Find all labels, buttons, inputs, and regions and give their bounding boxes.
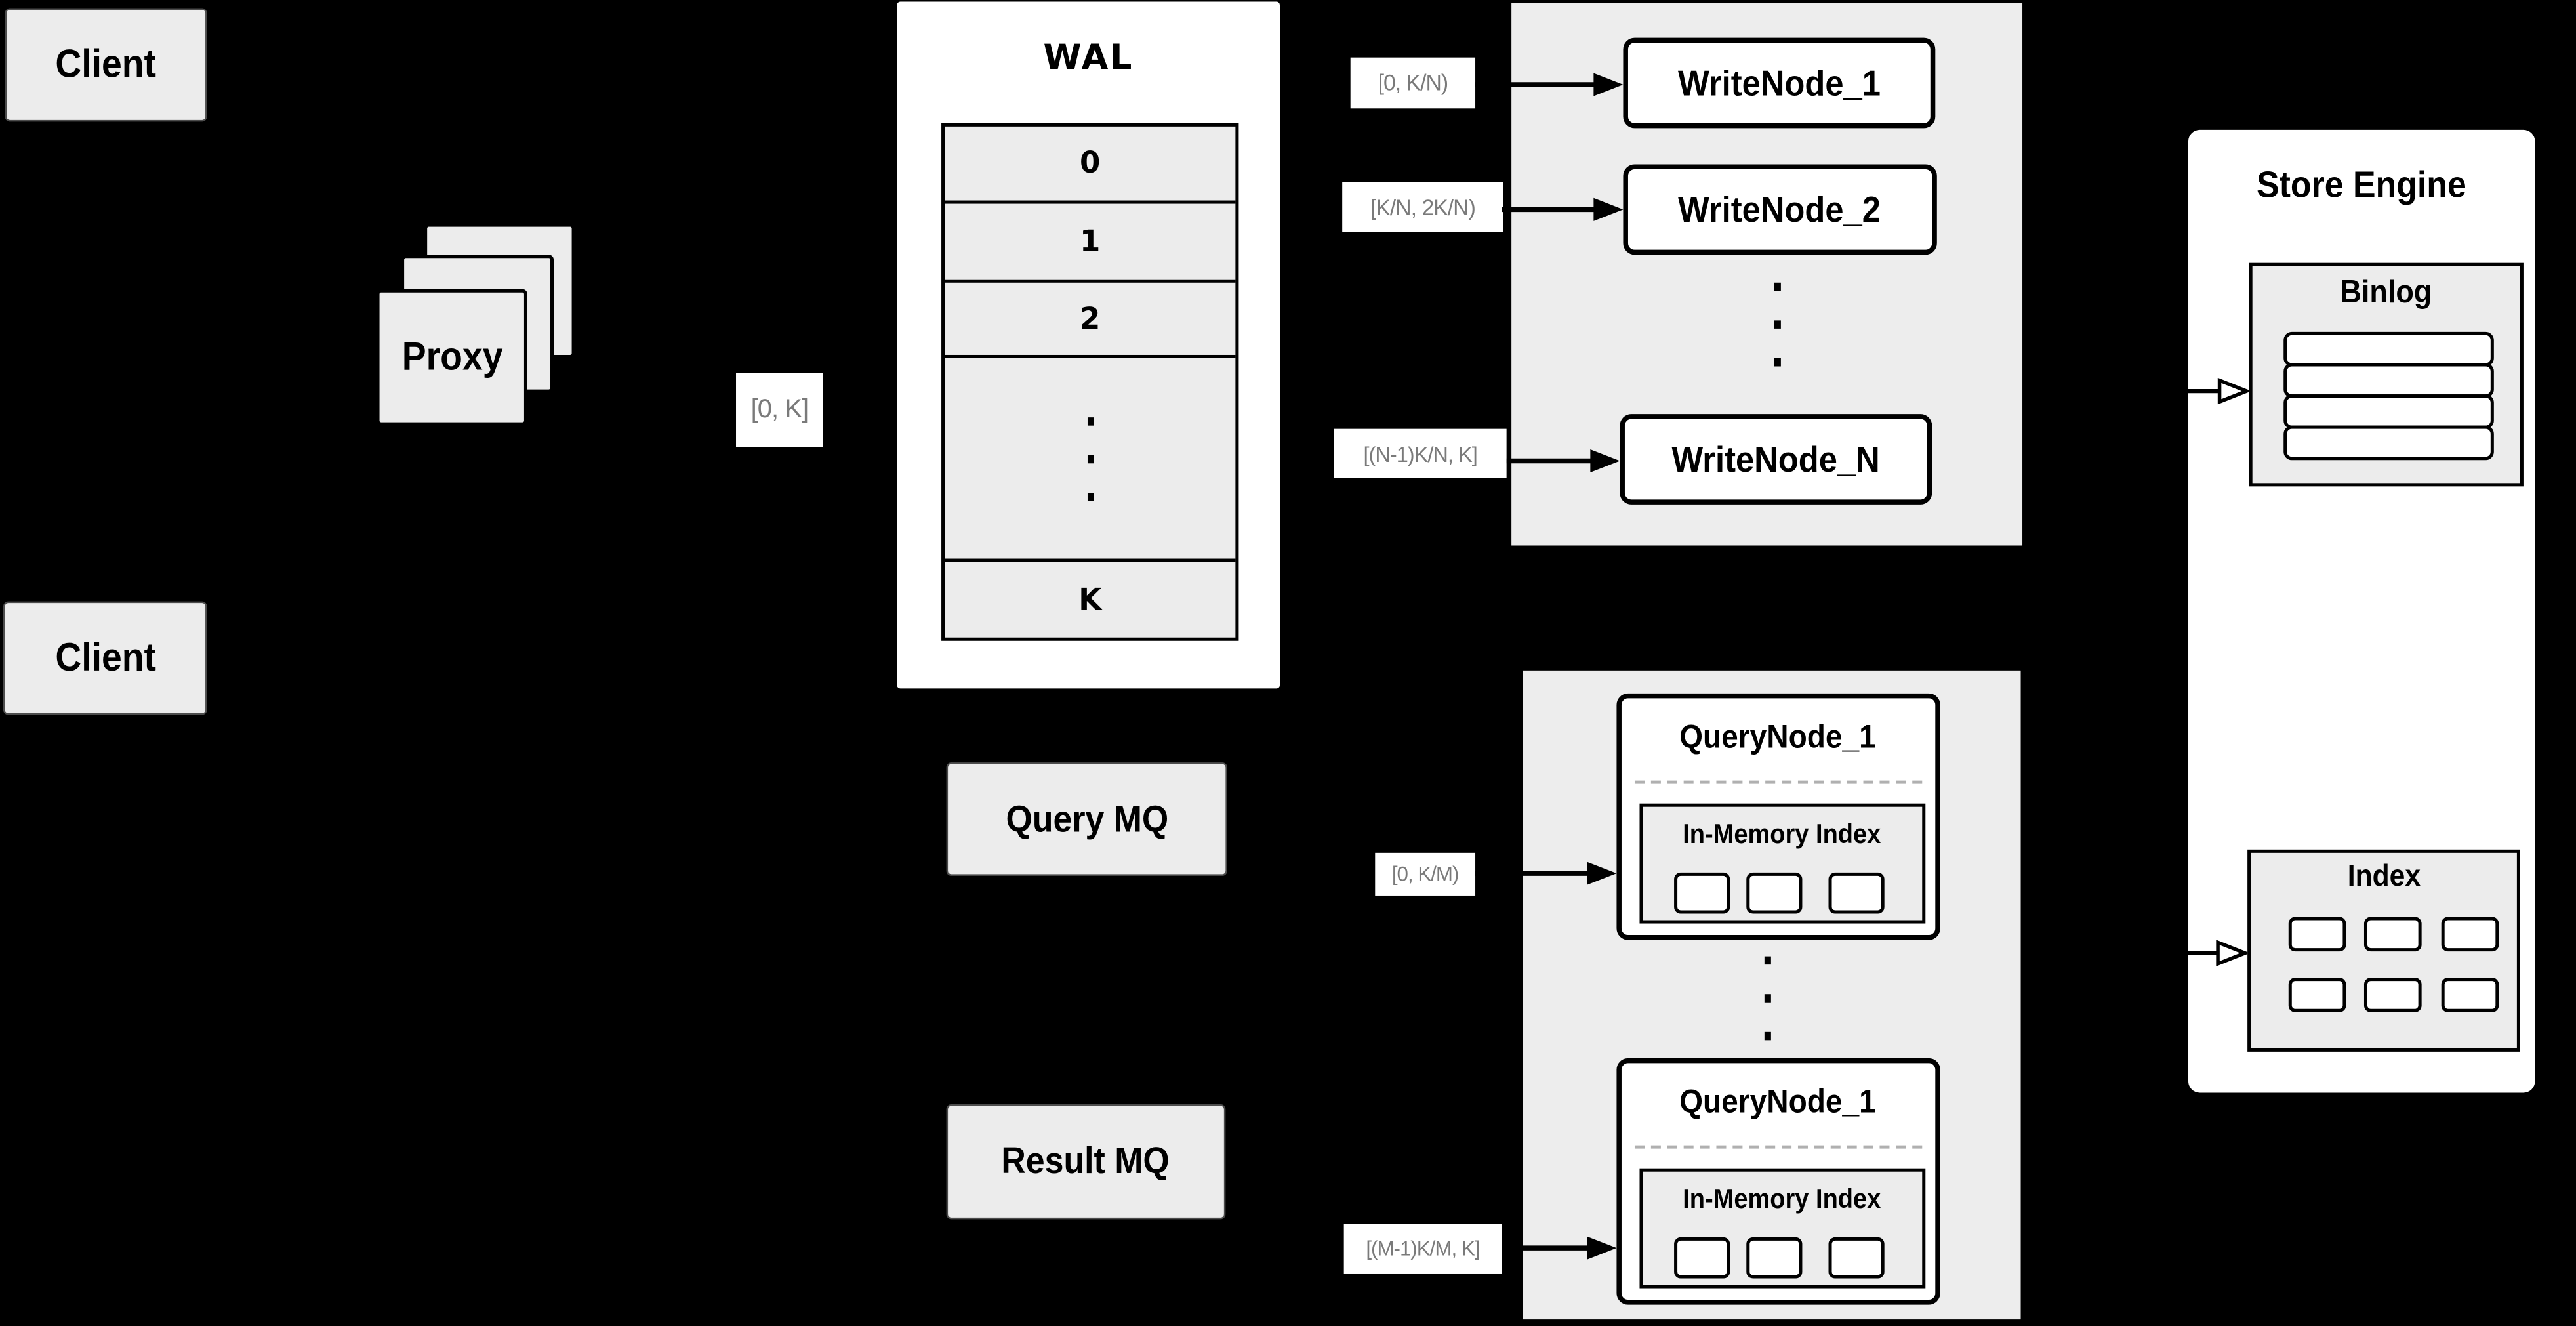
wal-row: K	[1078, 582, 1102, 617]
query-node-2: QueryNode_1 In-Memory Index	[1616, 1058, 1940, 1305]
index-segment-icon	[2363, 978, 2422, 1012]
binlog-box: Binlog	[2249, 262, 2524, 487]
write-node-label: WriteNode_N	[1671, 438, 1881, 480]
proxy-node: Proxy	[376, 289, 527, 426]
in-memory-index-box: In-Memory Index	[1639, 1168, 1926, 1289]
wal-row: 1	[945, 204, 1236, 283]
binlog-row	[2283, 331, 2494, 367]
segment-icon	[1746, 1237, 1803, 1279]
index-title: Index	[2347, 858, 2421, 892]
range-label-query-m: [(M-1)K/M, K]	[1343, 1224, 1502, 1274]
store-engine-box: Store Engine Binlog Index	[2188, 129, 2535, 1093]
range-label-proxy-out: [0, K]	[736, 373, 823, 447]
index-segment-icon	[2441, 917, 2499, 952]
segment-icon	[1674, 872, 1730, 914]
binlog-title: Binlog	[2340, 274, 2432, 311]
query-node-title-row: QueryNode_1	[1622, 1063, 1935, 1142]
segment-icon	[1828, 872, 1885, 914]
in-memory-title-row: In-Memory Index	[1643, 1172, 1923, 1228]
index-segment-icon	[2288, 917, 2346, 952]
range-label-write-2: [K/N, 2K/N)	[1342, 182, 1503, 232]
store-engine-title: Store Engine	[2257, 164, 2467, 206]
dashed-divider	[1634, 780, 1923, 784]
write-node-label: WriteNode_2	[1679, 188, 1882, 230]
result-mq-node: Result MQ	[946, 1104, 1226, 1220]
query-node-1: QueryNode_1 In-Memory Index	[1616, 693, 1940, 940]
wal-row-ellipsis	[945, 358, 1236, 562]
query-mq-node: Query MQ	[946, 762, 1227, 876]
binlog-row	[2283, 363, 2494, 398]
index-segment-icon	[2363, 917, 2422, 952]
index-box: Index	[2247, 849, 2520, 1052]
in-memory-index-box: In-Memory Index	[1639, 803, 1926, 924]
vertical-ellipsis-icon	[1086, 416, 1094, 501]
solid-arrow-icon	[1506, 448, 1620, 472]
in-memory-title-row: In-Memory Index	[1643, 807, 1923, 863]
segment-icon	[1828, 1237, 1885, 1279]
write-node-label: WriteNode_1	[1677, 61, 1881, 103]
vertical-ellipsis-icon	[1774, 282, 1781, 367]
client-label: Client	[55, 41, 157, 87]
write-node-2: WriteNode_2	[1623, 164, 1937, 255]
binlog-row	[2283, 394, 2494, 429]
vertical-ellipsis-icon	[1764, 956, 1771, 1041]
query-node-label: QueryNode_1	[1680, 1083, 1877, 1120]
binlog-title-row: Binlog	[2253, 274, 2520, 312]
write-node-1: WriteNode_1	[1623, 37, 1936, 129]
query-mq-label: Query MQ	[1005, 797, 1168, 839]
in-memory-index-label: In-Memory Index	[1683, 1184, 1882, 1214]
query-node-title-row: QueryNode_1	[1622, 698, 1935, 777]
index-segment-icon	[2288, 978, 2346, 1012]
write-node-n: WriteNode_N	[1620, 414, 1932, 505]
dashed-divider	[1634, 1145, 1923, 1149]
binlog-row	[2283, 425, 2494, 461]
index-segment-icon	[2441, 978, 2499, 1012]
result-mq-label: Result MQ	[1002, 1140, 1170, 1182]
open-arrow-icon	[2177, 940, 2248, 966]
open-arrow-icon	[2178, 378, 2249, 405]
wal-row: 2	[945, 283, 1236, 358]
solid-arrow-icon	[1502, 197, 1624, 220]
segment-icon	[1746, 872, 1803, 914]
proxy-label: Proxy	[401, 334, 502, 379]
wal-box: WAL 0 1 2 K	[897, 1, 1280, 689]
wal-table: 0 1 2 K	[941, 123, 1239, 641]
client-node-top: Client	[5, 8, 207, 122]
solid-arrow-icon	[1475, 861, 1617, 884]
solid-arrow-icon	[1502, 1235, 1617, 1259]
binlog-rows	[2283, 331, 2494, 461]
index-title-row: Index	[2251, 858, 2517, 894]
client-label: Client	[54, 634, 156, 680]
in-memory-index-label: In-Memory Index	[1683, 819, 1882, 849]
query-node-label: QueryNode_1	[1680, 718, 1877, 755]
wal-title: WAL	[1043, 37, 1134, 77]
segment-icon	[1674, 1237, 1730, 1279]
range-label-query-1: [0, K/M)	[1375, 852, 1476, 896]
solid-arrow-icon	[1475, 73, 1624, 96]
wal-row: 0	[945, 127, 1236, 204]
range-label-write-1: [0, K/N)	[1350, 57, 1476, 109]
store-engine-title-row: Store Engine	[2188, 164, 2535, 207]
client-node-bottom: Client	[3, 601, 207, 715]
range-label-write-n: [(N-1)K/N, K]	[1334, 428, 1507, 478]
